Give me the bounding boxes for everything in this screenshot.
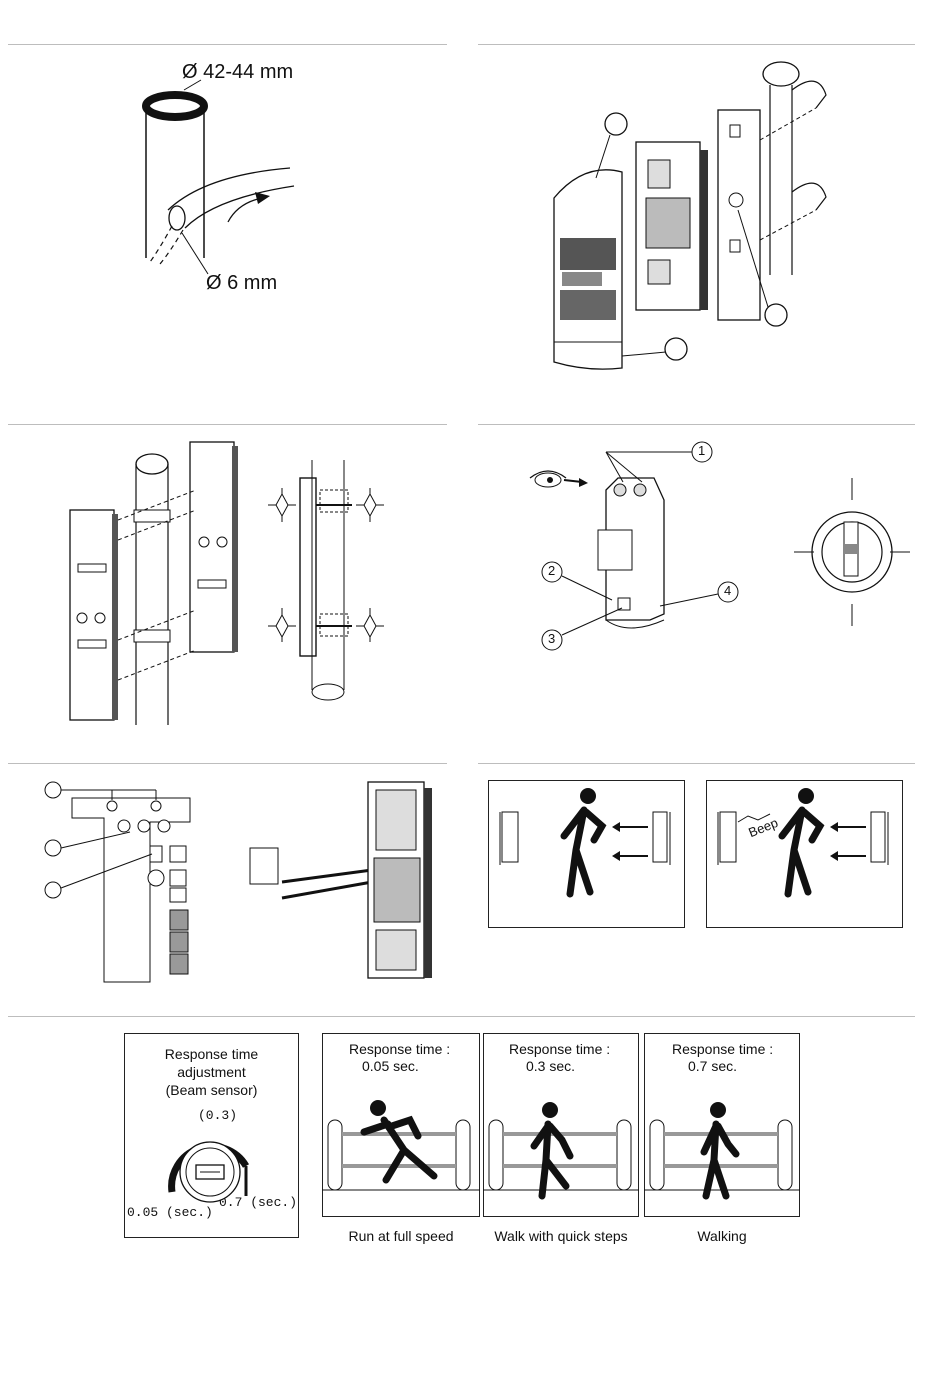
- bracket-drawing: [0, 430, 470, 760]
- callout-3: 3: [548, 631, 555, 646]
- terminal-board-drawing: [0, 770, 470, 1010]
- alignment-drawing: [478, 430, 915, 760]
- separator-rule: [8, 1016, 915, 1017]
- separator-rule: [478, 763, 915, 764]
- pole-cable-diagram: Ø 42-44 mm Ø 6 mm: [0, 0, 470, 420]
- pole-diameter-label: Ø 42-44 mm: [182, 61, 293, 84]
- walk-test-drawing: [478, 770, 915, 1010]
- separator-rule: [8, 424, 447, 425]
- cable-diameter-label: Ø 6 mm: [206, 272, 277, 295]
- separator-rule: [8, 763, 447, 764]
- panel-slow-caption: Walking: [644, 1228, 800, 1244]
- callout-4: 4: [724, 583, 731, 598]
- response-time-section: Response time adjustment (Beam sensor) (…: [0, 1020, 950, 1260]
- panel-medium-caption: Walk with quick steps: [483, 1228, 639, 1244]
- sensor-assembly-drawing: [478, 50, 915, 420]
- separator-rule: [478, 424, 915, 425]
- alignment-diagram: 1 2 3 4: [478, 430, 915, 760]
- callout-1: 1: [698, 443, 705, 458]
- callout-2: 2: [548, 563, 555, 578]
- walk-test-diagram: Beep: [478, 770, 915, 1010]
- panel-fast-caption: Run at full speed: [322, 1228, 480, 1244]
- terminal-board-diagram: [0, 770, 470, 1010]
- separator-rule: [478, 44, 915, 45]
- response-panels-drawing: [0, 1020, 950, 1260]
- bracket-mounting-diagram: [0, 430, 470, 760]
- sensor-exploded-diagram: [478, 50, 915, 420]
